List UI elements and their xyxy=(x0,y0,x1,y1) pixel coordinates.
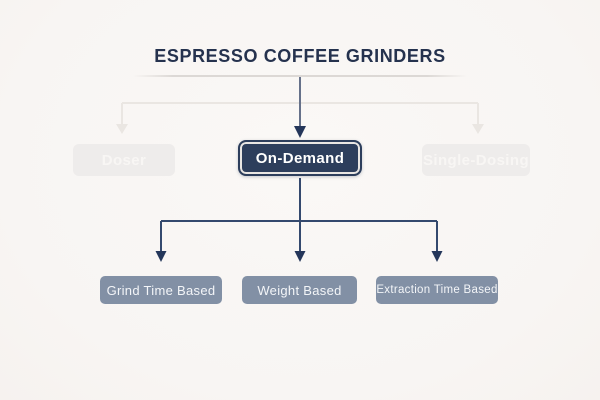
arrow-down-icon xyxy=(472,124,484,134)
node-label: Doser xyxy=(101,151,147,169)
connector-on-demand-to-leaves xyxy=(155,178,443,262)
arrow-down-icon xyxy=(294,251,306,262)
node-label: Extraction Time Based xyxy=(376,284,498,296)
arrow-down-icon xyxy=(116,124,128,134)
connector-root-to-on-demand xyxy=(294,77,306,138)
node-doser: Doser xyxy=(73,144,175,176)
arrow-down-icon xyxy=(294,126,306,138)
node-weight-based: Weight Based xyxy=(242,276,357,304)
diagram-title: ESPRESSO COFFEE GRINDERS xyxy=(154,46,446,66)
node-on-demand: On-Demand xyxy=(238,140,362,176)
node-single-dosing: Single-Dosing xyxy=(422,144,530,176)
title-divider-line xyxy=(133,75,467,77)
node-label: Single-Dosing xyxy=(422,151,530,169)
node-label: Grind Time Based xyxy=(106,282,216,298)
node-extraction-time-based: Extraction Time Based xyxy=(376,276,498,304)
node-label: Weight Based xyxy=(257,282,342,298)
arrow-down-icon xyxy=(431,251,443,262)
arrow-down-icon xyxy=(155,251,167,262)
node-label: On-Demand xyxy=(255,149,345,167)
node-grind-time-based: Grind Time Based xyxy=(100,276,222,304)
